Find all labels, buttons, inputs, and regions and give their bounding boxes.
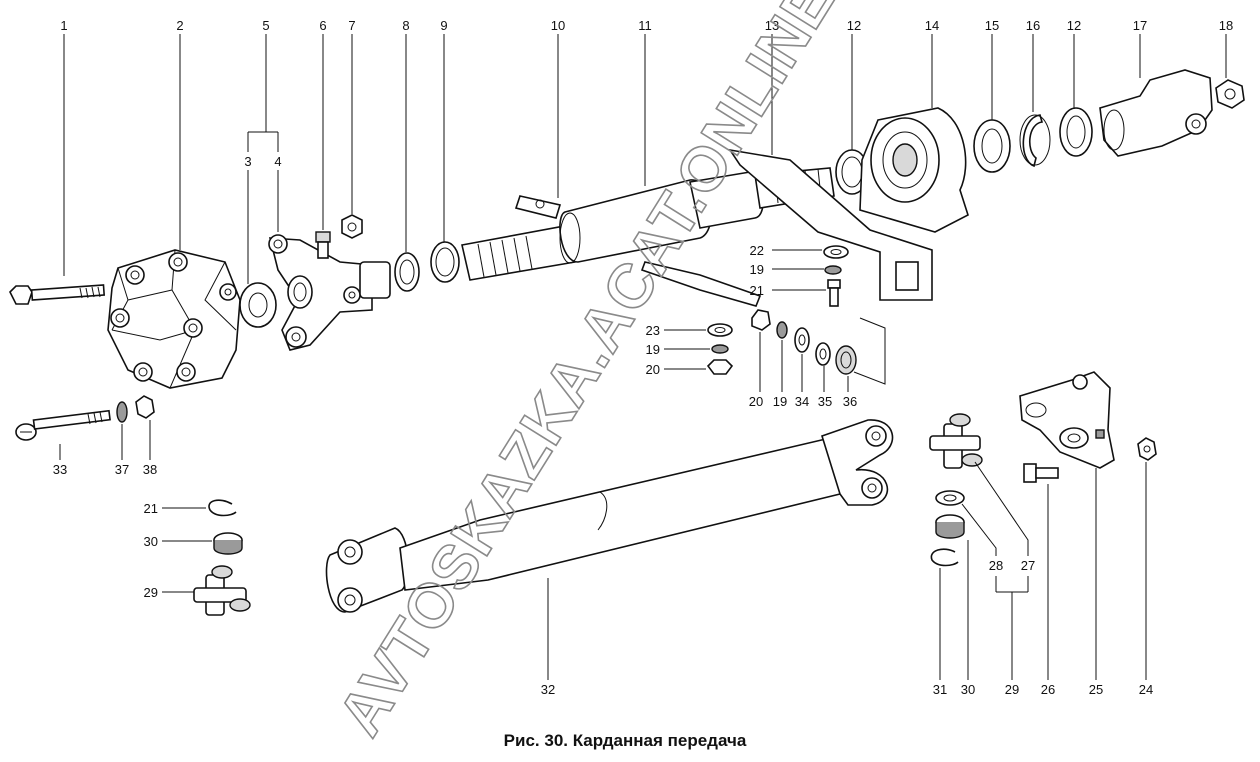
callout-23: 23: [646, 323, 660, 338]
part-25-bracket: [1019, 371, 1115, 469]
part-34-washer: [794, 327, 810, 353]
part-12-ring-b: [1059, 107, 1093, 157]
callout-25: 25: [1089, 682, 1103, 697]
callout-19-c: 19: [773, 394, 787, 409]
callout-20-b: 20: [749, 394, 763, 409]
figure-caption: Рис. 30. Карданная передача: [504, 731, 747, 750]
part-19-lock-washer-a: [824, 265, 842, 275]
callout-27: 27: [1021, 558, 1035, 573]
part-33-bolt: [15, 409, 111, 441]
part-37-washer: [116, 401, 128, 423]
callout-11: 11: [638, 18, 652, 33]
callout-17: 17: [1133, 18, 1147, 33]
part-36-bushing: [835, 345, 857, 375]
part-26-bolt: [1023, 463, 1059, 483]
callout-9: 9: [440, 18, 447, 33]
callout-34: 34: [795, 394, 809, 409]
callout-30-a: 30: [144, 534, 158, 549]
callout-4: 4: [274, 154, 281, 169]
part-15-bearing: [973, 119, 1011, 173]
callout-19-b: 19: [646, 342, 660, 357]
part-23-washer: [707, 323, 733, 337]
part-21-circlip-b: [208, 499, 237, 517]
callout-29-b: 29: [1005, 682, 1019, 697]
part-9-seal: [430, 241, 460, 283]
part-28-seal: [935, 490, 965, 506]
callout-18: 18: [1219, 18, 1233, 33]
part-27-cross-b: [929, 413, 983, 469]
part-17-slip-yoke: [1099, 69, 1213, 157]
part-22-washer-a: [823, 245, 849, 259]
callout-12-a: 12: [847, 18, 861, 33]
part-35-washer: [815, 342, 831, 366]
callout-35: 35: [818, 394, 832, 409]
callout-numbers: 1 2 5 3 4 6 7 8 9 10 11 13 12 14 15 16 1…: [53, 18, 1233, 697]
callout-6: 6: [319, 18, 326, 33]
watermark-text: AVTOSKAZKA.ACAT.ONLINE: [325, 0, 848, 747]
leader-lines: [59, 34, 1227, 680]
part-7-nut: [341, 214, 363, 239]
callout-32: 32: [541, 682, 555, 697]
callout-21-b: 21: [144, 501, 158, 516]
callout-24: 24: [1139, 682, 1153, 697]
part-1-bolt: [9, 284, 106, 305]
callout-2: 2: [176, 18, 183, 33]
callout-33: 33: [53, 462, 67, 477]
callout-38: 38: [143, 462, 157, 477]
part-21-bolt-a: [827, 279, 841, 307]
callout-36: 36: [843, 394, 857, 409]
callout-5: 5: [262, 18, 269, 33]
part-30-bearing-cup-a: [213, 532, 243, 555]
callout-22-a: 22: [750, 243, 764, 258]
part-30-bearing-cup-b: [935, 514, 965, 539]
callout-31: 31: [933, 682, 947, 697]
part-3-bushing: [239, 282, 277, 328]
part-2-elastic-coupling: [107, 249, 241, 389]
part-16-snap-ring: [1019, 114, 1051, 168]
part-19-lock-washer-b: [711, 344, 729, 354]
part-13-splined-end: [640, 148, 933, 307]
callout-3: 3: [244, 154, 251, 169]
callout-28: 28: [989, 558, 1003, 573]
part-4-flange-yoke: [268, 234, 391, 351]
callout-37: 37: [115, 462, 129, 477]
callout-16: 16: [1026, 18, 1040, 33]
part-14-support-bearing: [859, 107, 969, 233]
part-19-lock-washer-c: [776, 321, 788, 339]
part-12-ring-a: [835, 149, 869, 195]
callout-1: 1: [60, 18, 67, 33]
callout-13: 13: [765, 18, 779, 33]
callout-12-b: 12: [1067, 18, 1081, 33]
part-6-bolt: [315, 231, 331, 259]
part-32-rear-shaft: [325, 419, 894, 613]
callout-21-a: 21: [750, 283, 764, 298]
callout-26: 26: [1041, 682, 1055, 697]
callout-7: 7: [348, 18, 355, 33]
callout-20-a: 20: [646, 362, 660, 377]
part-31-circlip: [930, 548, 959, 567]
callout-30-b: 30: [961, 682, 975, 697]
part-18-nut: [1215, 79, 1245, 109]
part-24-nut: [1137, 437, 1157, 461]
callout-29-a: 29: [144, 585, 158, 600]
callout-19-a: 19: [750, 262, 764, 277]
callout-10: 10: [551, 18, 565, 33]
part-11-front-shaft: [461, 179, 713, 281]
callout-8: 8: [402, 18, 409, 33]
part-20-nut-b: [751, 309, 771, 331]
part-38-nut: [135, 395, 155, 419]
callout-15: 15: [985, 18, 999, 33]
part-20-nut-a: [706, 359, 734, 375]
callout-14: 14: [925, 18, 939, 33]
part-8-ring: [394, 252, 420, 292]
part-29-cross-a: [193, 565, 251, 616]
